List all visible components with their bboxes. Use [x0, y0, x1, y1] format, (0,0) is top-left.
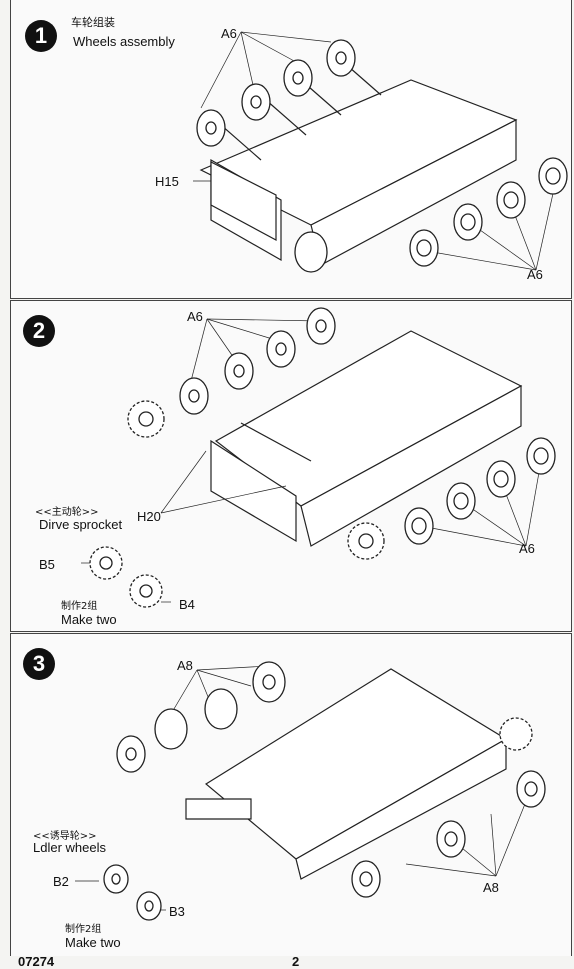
sprocket-title-cn: <<主动轮>> [35, 507, 99, 518]
step-1-panel: 1 车轮组装 Wheels assembly A6 H15 A6 [10, 0, 572, 299]
label-b4: B4 [179, 597, 195, 612]
hull-drawing-step-3 [75, 661, 546, 921]
label-h20: H20 [137, 509, 161, 524]
label-a6-top: A6 [221, 26, 237, 41]
page-number: 2 [292, 954, 300, 969]
make-two-en: Make two [61, 612, 117, 627]
label-h15: H15 [155, 174, 179, 189]
hull-drawing-step-1 [193, 31, 568, 273]
make-two-cn: 制作2组 [61, 601, 98, 612]
step-2-badge: 2 [23, 315, 55, 347]
idler-title-en: Ldler wheels [33, 840, 106, 855]
idler-title-cn: <<诱导轮>> [33, 831, 97, 842]
product-code: 07274 [18, 954, 55, 969]
label-a6-bottom: A6 [527, 267, 543, 282]
sprocket-title-en: Dirve sprocket [39, 517, 123, 532]
label-b2: B2 [53, 874, 69, 889]
step-3-panel: 3 A8 A8 <<诱导轮>> Ldler wheels B2 B3 制作2组 … [10, 633, 572, 956]
label-a6-bottom: A6 [519, 541, 535, 556]
step-3-badge: 3 [23, 648, 55, 680]
label-b3: B3 [169, 904, 185, 919]
step-1-badge: 1 [25, 20, 57, 52]
hull-drawing-step-2 [81, 307, 556, 608]
step-2-panel: 2 A6 H20 A6 <<主动轮>> Dirve sprocket B5 B4… [10, 300, 572, 632]
make-two-cn: 制作2组 [65, 924, 102, 935]
make-two-en: Make two [65, 935, 121, 950]
label-b5: B5 [39, 557, 55, 572]
label-a8-top: A8 [177, 658, 193, 673]
label-a8-bottom: A8 [483, 880, 499, 895]
step-1-title-cn: 车轮组装 [71, 16, 115, 29]
label-a6-top: A6 [187, 309, 203, 324]
step-1-title-en: Wheels assembly [73, 34, 175, 49]
